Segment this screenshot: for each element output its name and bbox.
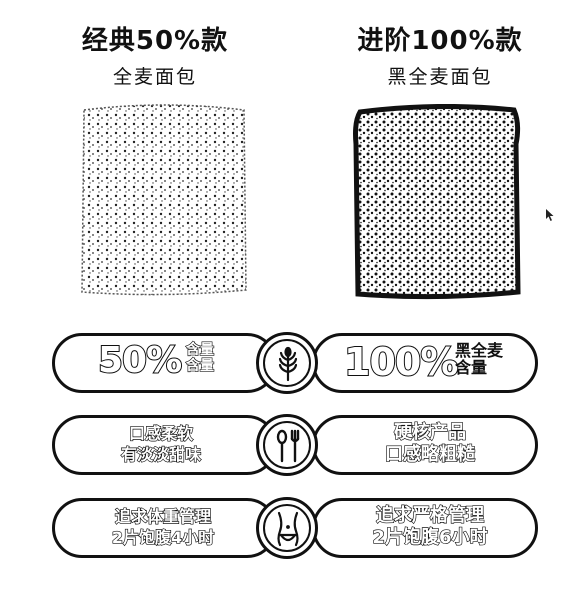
whole-wheat-bread-image (81, 104, 247, 296)
left-pill (52, 333, 277, 393)
left-column-subtitle: 全麦面包 (112, 66, 197, 88)
left-desc-line-1: 追求体重管理 (114, 506, 211, 526)
left-pill (52, 415, 277, 475)
left-label-line-2: 含量 (185, 358, 214, 374)
left-pill (52, 498, 277, 558)
mouse-cursor-icon (546, 209, 554, 221)
comparison-row-satiety: 追求体重管理 2片饱腹4小时 追求严格管理 2片饱腹6小时 (0, 493, 586, 563)
black-whole-wheat-bread-image (353, 104, 521, 300)
spoon-fork-icon (276, 429, 300, 463)
right-label-line-2: 含量 (455, 358, 488, 377)
comparison-row-content: 50% 含量 含量 100% 黑全麦 含量 (0, 328, 586, 398)
left-label-line-1: 含量 (185, 342, 214, 358)
left-desc-line-2: 2片饱腹4小时 (111, 527, 215, 547)
right-desc-line-2: 2片饱腹6小时 (372, 526, 488, 548)
right-column-subtitle: 黑全麦面包 (387, 66, 493, 88)
icon-badge (256, 497, 318, 559)
right-column-title: 进阶100%款 (357, 26, 523, 56)
icon-badge (256, 414, 318, 476)
right-label-line-1: 黑全麦 (455, 341, 504, 360)
left-desc-line-2: 有淡淡甜味 (120, 444, 201, 464)
comparison-row-texture: 口感柔软 有淡淡甜味 硬核产品 口感略粗糙 (0, 410, 586, 480)
right-desc-line-1: 追求严格管理 (375, 504, 484, 526)
wheat-icon (278, 346, 298, 382)
right-percentage: 100% (343, 339, 459, 385)
left-desc-line-1: 口感柔软 (128, 423, 193, 443)
right-pill (312, 498, 538, 558)
waist-icon (277, 511, 299, 547)
right-desc-line-2: 口感略粗糙 (384, 443, 475, 465)
left-column-title: 经典50%款 (81, 26, 229, 56)
right-pill (312, 333, 538, 393)
left-percentage: 50% (97, 339, 183, 382)
icon-badge (256, 332, 318, 394)
right-desc-line-1: 硬核产品 (393, 421, 466, 443)
